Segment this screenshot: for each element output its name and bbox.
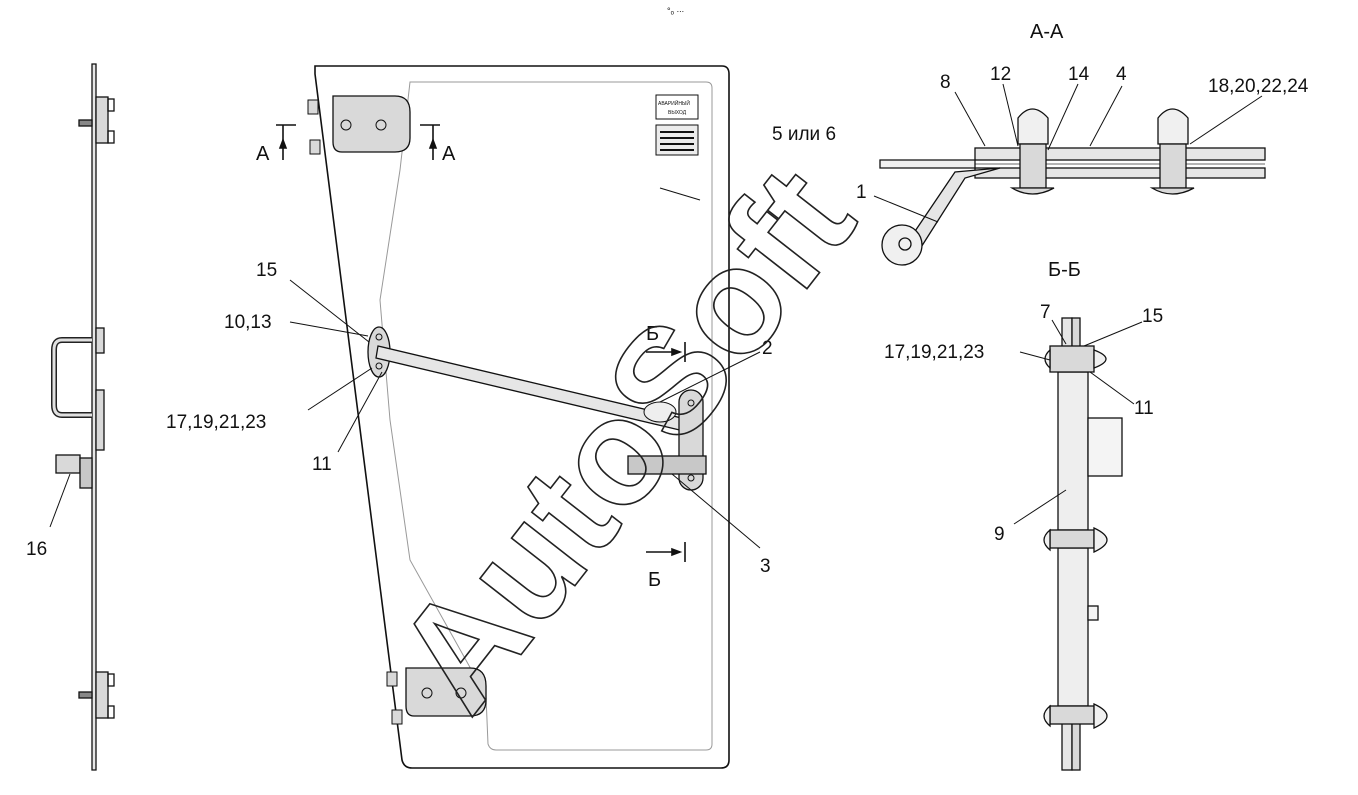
- callout-15: 15: [256, 260, 277, 281]
- door-front-view: [276, 65, 761, 769]
- bb-clamp-top: [1044, 345, 1107, 373]
- callout-11-bb: 11: [1134, 398, 1154, 419]
- section-aa-title: А-А: [1030, 21, 1064, 43]
- callout-3: 3: [760, 556, 771, 577]
- plaque-line-1: АВАРИЙНЫЙ: [658, 99, 690, 107]
- section-a-left-label: А: [256, 143, 270, 165]
- bb-clamp-mid: [1043, 526, 1108, 554]
- side-view: [51, 63, 115, 771]
- callout-10-13: 10,13: [224, 312, 272, 333]
- door-inner-panel: [379, 81, 713, 751]
- bottom-hinge-plate: [386, 667, 487, 725]
- callout-14: 14: [1068, 64, 1090, 85]
- callout-1: 1: [856, 182, 867, 203]
- aa-bolt-2: [1149, 108, 1195, 195]
- top-mark: °ₒ ∙∙∙: [667, 6, 684, 16]
- callout-2: 2: [762, 338, 773, 359]
- callout-11: 11: [312, 454, 332, 475]
- callout-5-or-6: 5 или 6: [772, 124, 836, 145]
- callout-15-bb: 15: [1142, 306, 1163, 327]
- section-b-bottom-label: Б: [648, 569, 661, 591]
- top-hinge-plate: [307, 95, 411, 155]
- side-handle: [51, 327, 105, 451]
- bar-right-bracket: [627, 389, 707, 491]
- callout-18-20-22-24: 18,20,22,24: [1208, 76, 1309, 97]
- callout-4: 4: [1116, 64, 1127, 85]
- section-b-top-label: Б: [646, 323, 659, 345]
- section-aa-view: [873, 83, 1266, 266]
- section-marker-b: [646, 342, 686, 562]
- section-a-right-label: А: [442, 143, 456, 165]
- side-latch: [55, 454, 93, 489]
- callout-17-19-21-23-bb: 17,19,21,23: [884, 342, 984, 363]
- section-marker-a: [276, 124, 440, 160]
- callout-17-19-21-23: 17,19,21,23: [166, 412, 266, 433]
- side-hinge-bottom: [78, 671, 115, 719]
- front-leaders: [289, 187, 761, 549]
- bb-clamp-bottom: [1043, 702, 1108, 730]
- aa-bolt-1: [1009, 108, 1055, 195]
- callout-12: 12: [990, 64, 1011, 85]
- door-outline: [314, 65, 730, 769]
- watermark-text: AutoSoft: [363, 137, 885, 739]
- callout-16: 16: [26, 539, 47, 560]
- callout-9: 9: [994, 524, 1005, 545]
- section-bb-view: [1013, 317, 1143, 771]
- section-bb-title: Б-Б: [1048, 259, 1081, 281]
- callout-7: 7: [1040, 302, 1051, 323]
- emergency-exit-plaque: [655, 94, 699, 156]
- callout-8: 8: [940, 72, 951, 93]
- side-hinge-top: [78, 96, 115, 144]
- plaque-line-2: ВЫХОД: [668, 110, 687, 116]
